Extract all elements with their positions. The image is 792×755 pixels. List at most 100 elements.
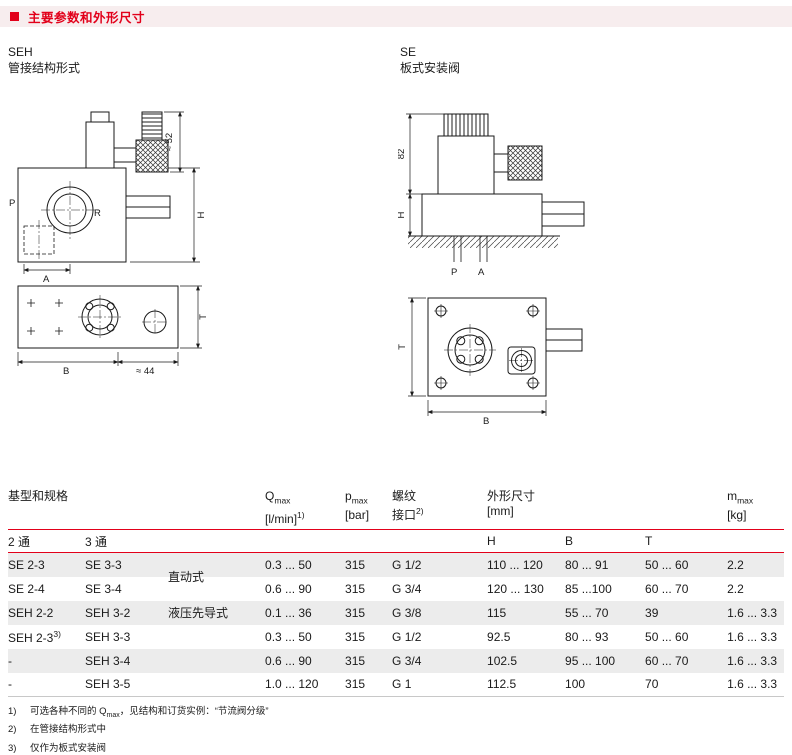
dim-label-82: 82 <box>398 149 407 160</box>
section-title: 主要参数和外形尺寸 <box>28 11 146 25</box>
subheader-empty <box>727 529 785 553</box>
cell-thread: G 1/2 <box>392 557 422 572</box>
dim-label-t: T <box>398 344 408 350</box>
col-header-mmax: mmax [kg] <box>727 488 785 530</box>
figure-right-caption: 板式安装阀 <box>400 61 461 75</box>
se-dimension-lines <box>406 113 547 416</box>
cell-b: 100 <box>565 672 646 697</box>
cell-qmax: 1.0 ... 120 <box>265 672 346 697</box>
cell-t: 50 ... 60 <box>645 629 689 644</box>
cell-2way: SEH 2-2 <box>8 605 54 620</box>
subheader-b: B <box>565 529 646 553</box>
footnote-1: 1) 可选各种不同的 Qmax，见结构和订货实例：“节流阀分级” <box>8 706 269 719</box>
table-row: SEH 2-2 SEH 3-2 液压先导式 0.1 ... 36 315 G 3… <box>8 600 785 625</box>
footnote-2: 2) 在管接结构形式中 <box>8 724 107 736</box>
table-subheader-row: 2 通 3 通 H B T <box>8 529 785 553</box>
cell-t: 39 <box>645 605 659 620</box>
table-header-row: 基型和规格 Qmax [l/min]1) pmax [bar] 螺纹 接口2) <box>8 488 785 530</box>
cell-2way: - <box>8 653 12 668</box>
footnote-ref-3: 3) <box>53 628 61 639</box>
cell-pmax: 315 <box>345 605 366 620</box>
dim-label-44: ≈ 44 <box>136 366 154 377</box>
table-row: - SEH 3-4 0.6 ... 90 315 G 3/4 102.5 95 … <box>8 648 785 673</box>
cell-3way: SEH 3-5 <box>85 672 168 697</box>
subheader-empty <box>168 529 266 553</box>
cell-h: 92.5 <box>487 629 511 644</box>
spec-table-wrap: 基型和规格 Qmax [l/min]1) pmax [bar] 螺纹 接口2) <box>8 488 785 697</box>
cell-qmax: 0.6 ... 90 <box>265 653 312 668</box>
cell-h: 115 <box>487 605 507 620</box>
seh-top-view <box>17 285 179 349</box>
cell-pmax: 315 <box>345 672 393 697</box>
table-row: SEH 2-33) SEH 3-3 0.3 ... 50 315 G 1/2 9… <box>8 625 784 649</box>
cell-t: 70 <box>645 672 728 697</box>
cell-3way: SE 3-4 <box>85 581 122 596</box>
section-title-bar: 主要参数和外形尺寸 <box>0 6 792 27</box>
cell-2way: - <box>8 672 85 697</box>
dim-label-r: R <box>94 208 101 219</box>
cell-qmax: 0.6 ... 90 <box>265 581 312 596</box>
cell-b: 85 ...100 <box>565 581 612 596</box>
cell-2way: SE 2-3 <box>8 557 45 572</box>
table-row: SE 2-4 SE 3-4 0.6 ... 90 315 G 3/4 120 .… <box>8 577 784 601</box>
cell-type <box>168 625 265 649</box>
se-side-view <box>408 113 585 262</box>
se-technical-drawing: 82 H P A T B <box>398 113 585 427</box>
figure-right-label: SE 板式安装阀 <box>400 44 460 76</box>
cell-type: 液压先导式 <box>168 601 265 625</box>
cell-qmax: 0.3 ... 50 <box>265 557 312 572</box>
cell-mmax: 1.6 ... 3.3 <box>727 605 778 620</box>
dim-label-a: A <box>43 274 50 285</box>
cell-t: 50 ... 60 <box>645 557 689 572</box>
cell-thread: G 3/8 <box>392 605 422 620</box>
dim-label-b: B <box>483 416 489 427</box>
cell-2way: SE 2-4 <box>8 581 45 596</box>
cell-pmax: 315 <box>345 581 366 596</box>
cell-pmax: 315 <box>345 629 366 644</box>
cell-t: 60 ... 70 <box>645 653 689 668</box>
seh-dimension-lines <box>17 111 202 366</box>
red-square-bullet-icon <box>10 12 19 21</box>
subheader-t: T <box>645 529 728 553</box>
cell-3way: SEH 3-2 <box>85 605 131 620</box>
dim-label-b: B <box>63 366 69 377</box>
se-top-view <box>427 297 583 397</box>
col-header-dimensions: 外形尺寸 [mm] <box>487 488 728 530</box>
seh-technical-drawing: P R A ≈ 52 H B ≈ 44 T <box>9 111 208 377</box>
cell-mmax: 1.6 ... 3.3 <box>727 629 778 644</box>
cell-mmax: 2.2 <box>727 557 744 572</box>
cell-type <box>168 649 265 673</box>
figure-left-code: SEH <box>8 45 33 59</box>
cell-b: 80 ... 93 <box>565 629 609 644</box>
cell-t: 60 ... 70 <box>645 581 689 596</box>
footnotes: 1) 可选各种不同的 Qmax，见结构和订货实例：“节流阀分级” 2) 在管接结… <box>8 705 269 755</box>
cell-h: 110 ... 120 <box>487 557 543 572</box>
subheader-h: H <box>487 529 566 553</box>
port-label-p: P <box>451 267 457 278</box>
subheader-3way: 3 通 <box>85 529 168 553</box>
cell-thread: G 1 <box>392 672 488 697</box>
cell-h: 102.5 <box>487 653 518 668</box>
valve-type-pilot: 液压先导式 <box>168 606 229 620</box>
subheader-2way: 2 通 <box>8 529 85 553</box>
figure-right-code: SE <box>400 45 417 59</box>
dim-label-h: H <box>196 211 207 218</box>
cell-pmax: 315 <box>345 653 366 668</box>
cell-b: 55 ... 70 <box>565 605 609 620</box>
seh-side-view <box>17 111 171 263</box>
col-header-pmax: pmax [bar] <box>345 488 393 530</box>
dim-label-52: ≈ 52 <box>164 133 175 151</box>
figure-left-label: SEH 管接结构形式 <box>8 44 80 76</box>
cell-b: 95 ... 100 <box>565 653 616 668</box>
cell-thread: G 1/2 <box>392 629 422 644</box>
cell-b: 80 ... 91 <box>565 557 609 572</box>
table-row: SE 2-3 SE 3-3 直动式 0.3 ... 50 315 G 1/2 1… <box>8 552 785 583</box>
cell-mmax: 1.6 ... 3.3 <box>727 653 778 668</box>
cell-3way: SEH 3-3 <box>85 629 131 644</box>
col-header-qmax: Qmax [l/min]1) <box>265 488 346 530</box>
cell-type: 直动式 <box>168 553 265 583</box>
table-row: - SEH 3-5 1.0 ... 120 315 G 1 112.5 100 … <box>8 672 785 697</box>
subheader-empty <box>345 529 393 553</box>
cell-mmax: 1.6 ... 3.3 <box>727 672 785 697</box>
